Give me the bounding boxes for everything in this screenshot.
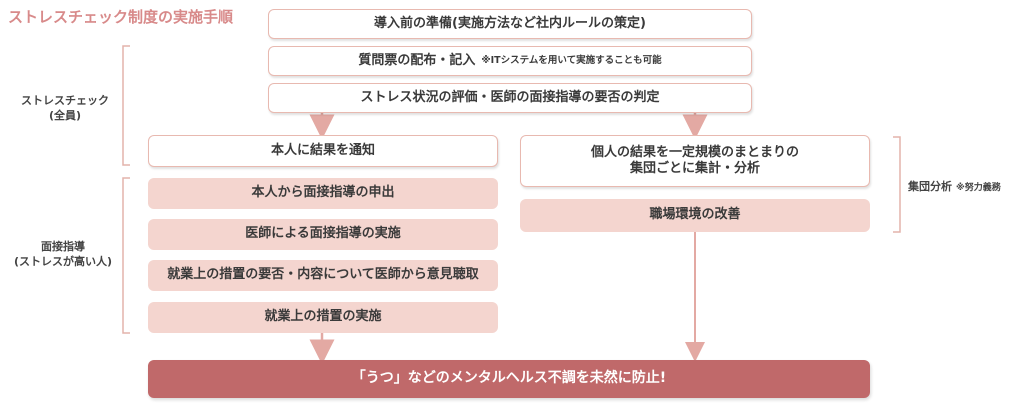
step-measures: 就業上の措置の実施 xyxy=(148,302,498,333)
bracket-interview xyxy=(122,177,130,334)
step-label: 集団ごとに集計・分析 xyxy=(629,161,760,176)
side-label-stress-check: ストレスチェック (全員) xyxy=(10,94,120,124)
page-title: ストレスチェック制度の実施手順 xyxy=(8,8,234,26)
step-label: 本人から面接指導の申出 xyxy=(251,185,395,201)
step-group-analysis: 個人の結果を一定規模のまとまりの 集団ごとに集計・分析 xyxy=(520,135,870,187)
step-notify: 本人に結果を通知 xyxy=(148,135,498,167)
step-label: 質問票の配布・記入 xyxy=(358,52,476,68)
step-label: 職場環境の改善 xyxy=(649,207,741,223)
step-opinion: 就業上の措置の要否・内容について医師から意見聴取 xyxy=(148,260,498,291)
step-questionnaire: 質問票の配布・記入 ※ITシステムを用いて実施することも可能 xyxy=(268,46,752,76)
step-interview: 医師による面接指導の実施 xyxy=(148,219,498,250)
step-label: 本人に結果を通知 xyxy=(270,142,375,158)
step-note: ※ITシステムを用いて実施することも可能 xyxy=(481,55,662,67)
side-label-line: ストレスチェック xyxy=(21,94,109,107)
step-label: 個人の結果を一定規模のまとまりの xyxy=(590,144,799,160)
side-label-line: (ストレスが高い人) xyxy=(13,254,113,268)
step-evaluation: ストレス状況の評価・医師の面接指導の要否の判定 xyxy=(268,83,752,113)
side-label-line: (全員) xyxy=(48,108,82,122)
final-outcome-banner: 「うつ」などのメンタルヘルス不調を未然に防止! xyxy=(148,360,870,398)
step-label: ストレス状況の評価・医師の面接指導の要否の判定 xyxy=(360,89,660,105)
step-label: 医師による面接指導の実施 xyxy=(245,226,401,242)
step-request: 本人から面接指導の申出 xyxy=(148,178,498,209)
bracket-stress-check xyxy=(122,45,130,166)
bracket-group-analysis xyxy=(893,136,901,233)
side-label-interview: 面接指導 (ストレスが高い人) xyxy=(4,240,122,270)
side-label-note: ※努力義務 xyxy=(956,183,1001,193)
step-pre-preparation: 導入前の準備(実施方法など社内ルールの策定) xyxy=(268,9,752,39)
side-label-line: 集団分析 xyxy=(908,180,952,193)
step-label: 就業上の措置の要否・内容について医師から意見聴取 xyxy=(167,267,479,283)
step-improve: 職場環境の改善 xyxy=(520,199,870,232)
side-label-group-analysis: 集団分析 ※努力義務 xyxy=(908,178,1001,194)
side-label-line: 面接指導 xyxy=(41,240,85,253)
step-label: 就業上の措置の実施 xyxy=(264,309,382,325)
final-label: 「うつ」などのメンタルヘルス不調を未然に防止! xyxy=(351,370,667,387)
step-label: 導入前の準備(実施方法など社内ルールの策定) xyxy=(374,15,646,31)
